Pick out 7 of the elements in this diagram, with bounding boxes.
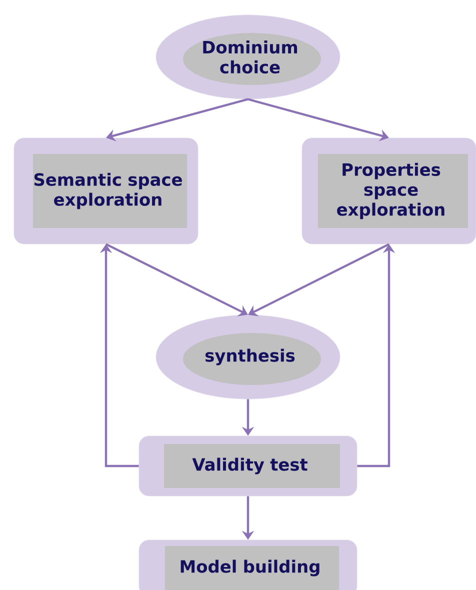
process-box: Model building	[138, 540, 358, 590]
process-box: Properties space exploration	[302, 138, 476, 244]
ellipse-node: Dominium choice	[156, 14, 340, 100]
process-box: Semantic space exploration	[14, 138, 198, 244]
ellipse-node: synthesis	[156, 314, 340, 400]
arrow	[248, 243, 390, 316]
process-box: Validity test	[138, 436, 358, 496]
